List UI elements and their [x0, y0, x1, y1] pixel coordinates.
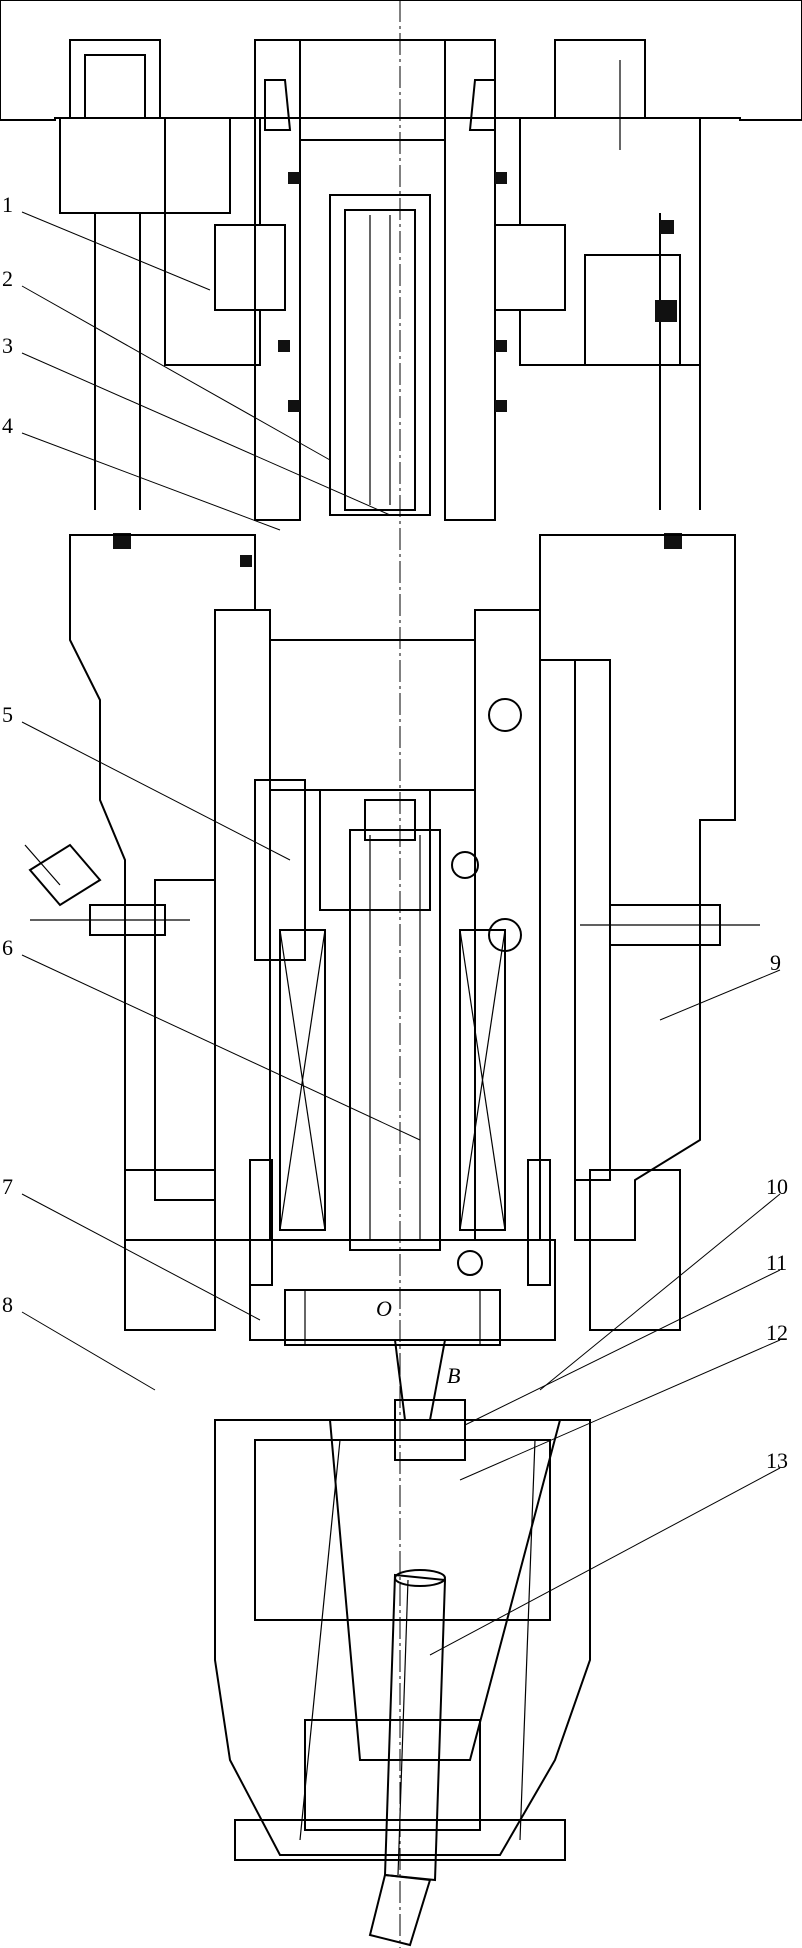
callout-2: 2 — [2, 266, 13, 291]
callout-7: 7 — [2, 1174, 13, 1199]
callout-11: 11 — [766, 1250, 787, 1275]
lower-bearing — [249, 1159, 556, 1461]
callout-1: 1 — [2, 192, 13, 217]
callout-3: 3 — [2, 333, 13, 358]
o-ring-seals — [113, 172, 682, 567]
cutter-shank — [368, 1569, 447, 1947]
top-flange — [0, 0, 802, 214]
point-o-label: O — [376, 1296, 392, 1321]
callout-labels: 1 2 3 4 5 6 7 8 9 10 11 12 13 — [2, 192, 788, 1473]
grease-nipple — [24, 843, 190, 936]
inner-sleeve — [214, 609, 541, 1276]
callout-4: 4 — [2, 413, 13, 438]
point-b-label: B — [447, 1363, 460, 1388]
callout-6: 6 — [2, 935, 13, 960]
upper-spindle — [254, 39, 496, 521]
middle-housing — [69, 534, 736, 1331]
callout-13: 13 — [766, 1448, 788, 1473]
callout-5: 5 — [2, 702, 13, 727]
set-screw-right — [580, 904, 760, 946]
leader-lines — [21, 211, 781, 1656]
tool-holder — [214, 1419, 591, 1861]
callout-8: 8 — [2, 1292, 13, 1317]
callout-12: 12 — [766, 1320, 788, 1345]
callout-10: 10 — [766, 1174, 788, 1199]
callout-9: 9 — [770, 950, 781, 975]
